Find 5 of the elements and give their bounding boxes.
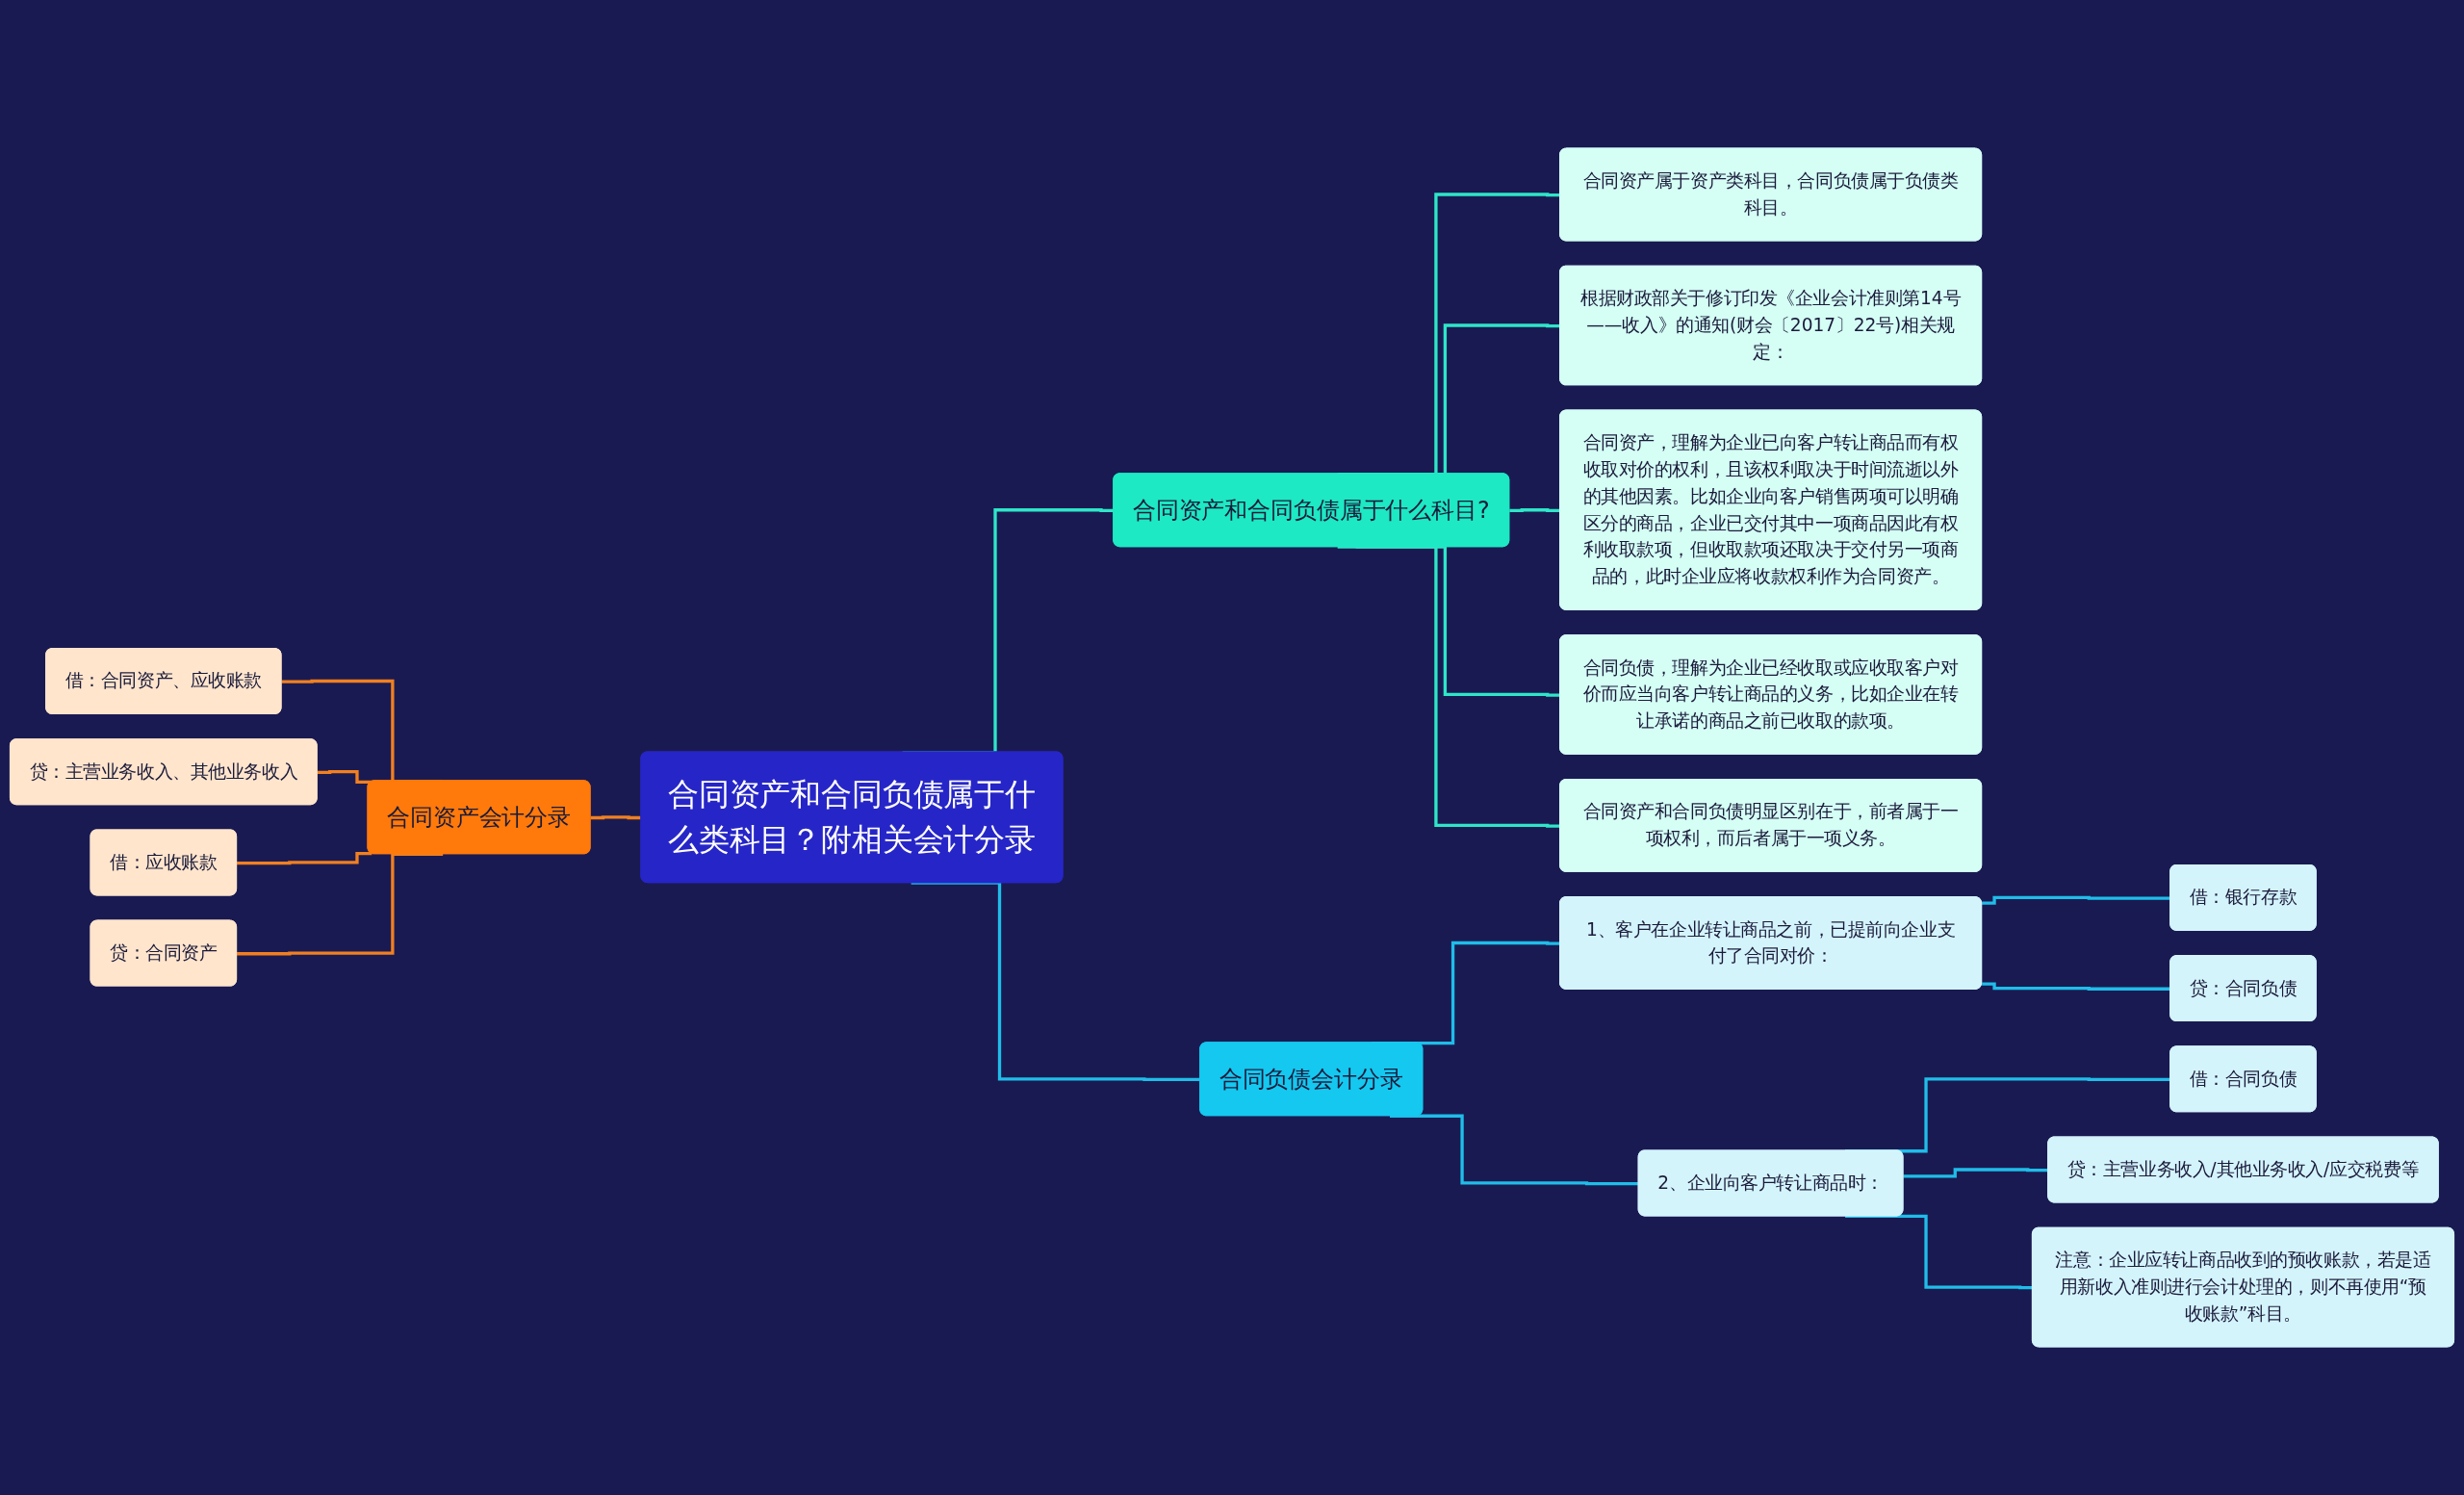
connector [237, 852, 444, 956]
connector [1390, 1114, 1639, 1186]
connector [317, 770, 372, 785]
connector [237, 851, 372, 865]
connector [590, 815, 642, 820]
